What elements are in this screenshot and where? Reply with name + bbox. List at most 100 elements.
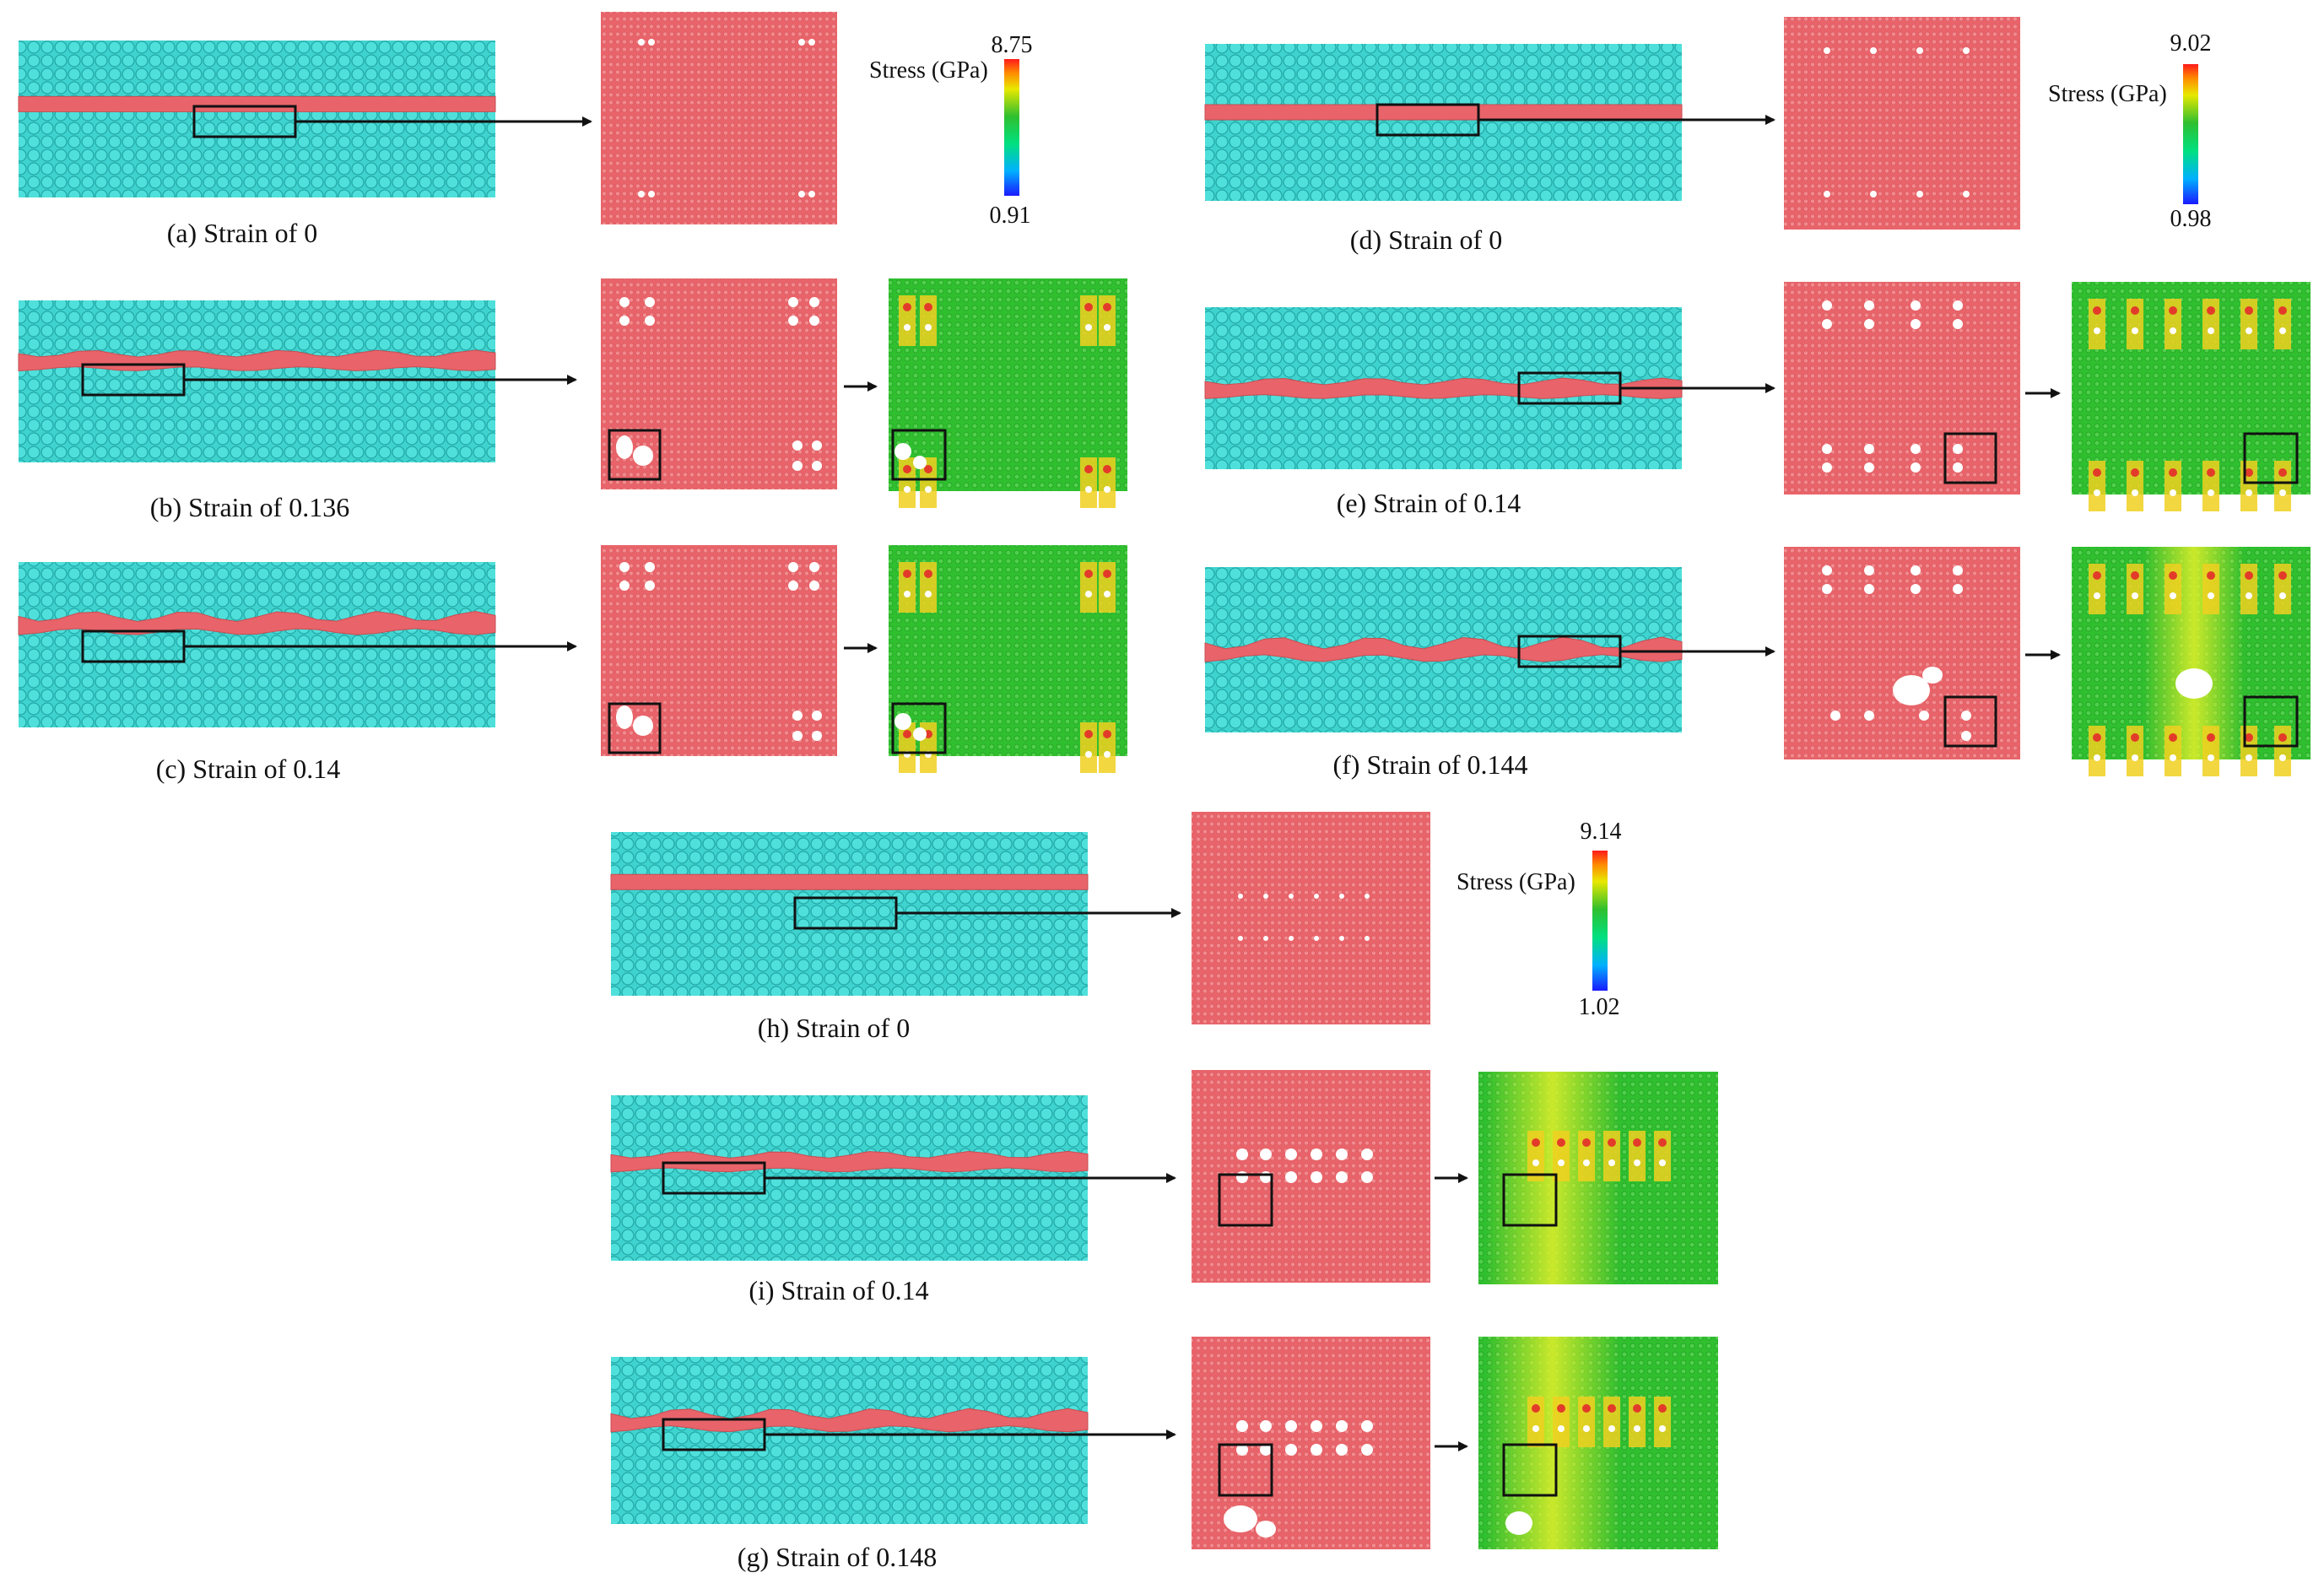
vacancy-defect <box>809 316 819 326</box>
vacancy-defect <box>1822 300 1832 311</box>
side-view-group <box>610 1357 1176 1524</box>
stress-hotspot <box>2246 327 2252 334</box>
vacancy-defect <box>1922 667 1943 684</box>
side-view-group <box>1204 567 1775 732</box>
matrix-block <box>19 300 495 462</box>
vacancy-defect <box>619 562 630 572</box>
stress-hotspot <box>2207 468 2215 477</box>
vacancy-defect <box>1236 1444 1248 1456</box>
stress-hotspot <box>2093 306 2101 315</box>
graphene-sheet <box>610 1408 1089 1433</box>
vacancy-defect <box>1336 1420 1348 1432</box>
stress-hotspot <box>2208 754 2214 761</box>
stress-hotspot <box>925 486 932 493</box>
stress-hotspot <box>1103 303 1111 311</box>
vacancy-defect <box>1830 711 1840 721</box>
stress-hotspot <box>2094 592 2100 599</box>
vacancy-defect <box>788 316 798 326</box>
zoom-box <box>1502 1443 1558 1497</box>
vacancy-defect <box>788 581 798 591</box>
zoom-box <box>2243 432 2299 484</box>
vacancy-defect <box>645 297 655 307</box>
stress-hotspot <box>925 591 932 597</box>
sheet-top-view <box>1784 547 2020 759</box>
vacancy-defect <box>1263 894 1268 899</box>
stress-hotspot <box>2278 571 2287 580</box>
stress-hotspot <box>1553 1131 1570 1181</box>
stress-hotspot <box>1557 1404 1565 1413</box>
stress-hotspot <box>2169 306 2177 315</box>
stress-hotspot <box>1084 730 1093 738</box>
stress-hotspot <box>1104 324 1111 331</box>
stress-hotspot <box>1553 1397 1570 1447</box>
vacancy-defect <box>1289 894 1294 899</box>
stress-hotspot <box>1103 730 1111 738</box>
vacancy-defect <box>1285 1148 1297 1160</box>
stress-hotspot <box>2170 489 2176 496</box>
stress-hotspot <box>903 730 911 738</box>
stress-hotspot <box>2240 299 2257 349</box>
stress-hotspot <box>2208 327 2214 334</box>
vacancy-defect <box>812 440 822 451</box>
stress-hotspot <box>904 591 911 597</box>
stress-hotspot <box>1608 1159 1615 1166</box>
side-view-group <box>1204 307 1775 469</box>
vacancy-defect <box>1256 1521 1276 1537</box>
sheet-top-view <box>1784 282 2020 494</box>
stress-hotspot <box>1608 1404 1616 1413</box>
zoom-box <box>1218 1443 1273 1497</box>
vacancy-defect <box>1864 584 1874 594</box>
stress-hotspot <box>1532 1159 1539 1166</box>
stress-hotspot <box>2202 564 2219 614</box>
stress-hotspot <box>2240 564 2257 614</box>
stress-hotspot <box>1633 1138 1641 1147</box>
stress-hotspot <box>1583 1159 1590 1166</box>
vacancy-defect <box>1870 47 1877 54</box>
stress-hotspot <box>1654 1131 1671 1181</box>
stress-map-view <box>1478 1072 1718 1284</box>
stress-hotspot <box>1099 562 1116 613</box>
graphene-sheet <box>610 873 1089 890</box>
matrix-block <box>19 562 495 727</box>
stress-hotspot <box>2165 564 2181 614</box>
graphene-sheet <box>1204 636 1683 662</box>
stress-hotspot <box>2274 726 2291 776</box>
stress-hotspot <box>2127 564 2143 614</box>
vacancy-defect <box>619 297 630 307</box>
stress-hotspot <box>1527 1397 1544 1447</box>
vacancy-defect <box>1224 1505 1257 1532</box>
graphene-sheet <box>1204 377 1683 399</box>
stress-hotspot <box>2274 564 2291 614</box>
sheet-lattice <box>1784 17 2020 230</box>
stress-hotspot <box>2207 733 2215 742</box>
stress-hotspot <box>1654 1397 1671 1447</box>
sheet-top-view <box>1192 1070 1430 1283</box>
side-view-group <box>18 300 577 462</box>
stress-hotspot <box>1527 1131 1544 1181</box>
vacancy-defect <box>616 705 633 729</box>
stress-hotspot <box>1603 1397 1620 1447</box>
panel-caption-d: (d) Strain of 0 <box>1349 224 1503 255</box>
vacancy-defect <box>1365 936 1370 941</box>
vacancy-defect <box>1505 1511 1532 1535</box>
side-view-group <box>18 562 577 727</box>
vacancy-defect <box>812 711 822 721</box>
stress-hotspot <box>1080 722 1097 773</box>
stress-hotspot <box>2131 306 2139 315</box>
vacancy-defect <box>792 461 803 471</box>
stress-hotspot <box>2278 733 2287 742</box>
stress-hotspot <box>2207 306 2215 315</box>
stress-hotspot <box>925 324 932 331</box>
stress-hotspot <box>2278 468 2287 477</box>
stress-hotspot <box>1558 1425 1565 1432</box>
colorbar-max-value: 9.02 <box>2170 30 2212 57</box>
stress-hotspot <box>903 303 911 311</box>
vacancy-defect <box>1236 1148 1248 1160</box>
stress-hotspot <box>2131 571 2139 580</box>
vacancy-defect <box>913 456 927 469</box>
stress-hotspot <box>2093 468 2101 477</box>
vacancy-defect <box>1260 1171 1272 1183</box>
stress-hotspot <box>1659 1425 1666 1432</box>
stress-hotspot <box>2170 592 2176 599</box>
panel-caption-g: (g) Strain of 0.148 <box>737 1542 938 1572</box>
